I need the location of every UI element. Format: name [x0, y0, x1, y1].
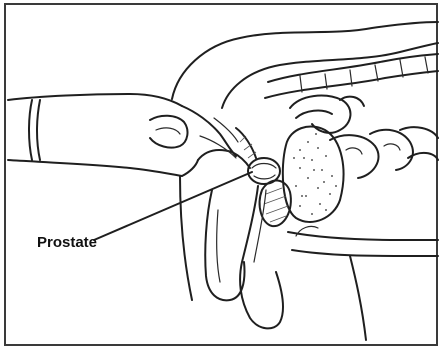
body-contour [172, 22, 438, 99]
perineum [214, 118, 256, 158]
spine [265, 54, 438, 98]
prostate-leader-line [94, 172, 252, 240]
scrotum [205, 190, 244, 300]
bladder [283, 126, 344, 221]
gloved-hand [8, 94, 250, 176]
penis [240, 186, 283, 328]
colon [290, 96, 438, 178]
thigh [180, 176, 438, 340]
prostate-label: Prostate [37, 234, 97, 251]
prostate-gland [248, 158, 280, 184]
